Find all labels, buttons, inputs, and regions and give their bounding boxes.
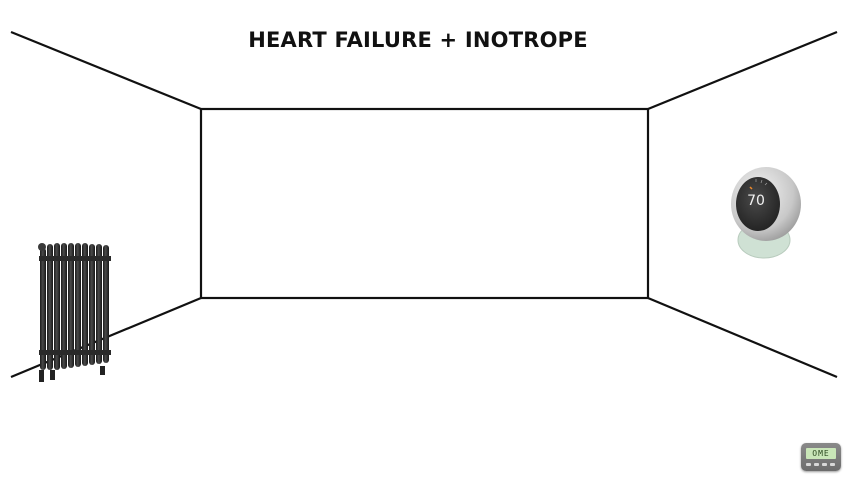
floor-right-edge [648,298,837,377]
ome-badge-dot [814,463,819,466]
thermostat-temperature: 70 [741,193,771,209]
ome-badge-dot [830,463,835,466]
ome-badge-dot [806,463,811,466]
ome-badge-icon: OME [801,443,841,471]
ome-badge-dot [822,463,827,466]
thermostat-icon [728,162,804,262]
ceiling-right-edge [648,32,837,109]
ceiling-left-edge [11,32,201,109]
ome-badge-label: OME [806,448,836,459]
radiator-icon [34,238,114,384]
back-wall [201,109,648,298]
